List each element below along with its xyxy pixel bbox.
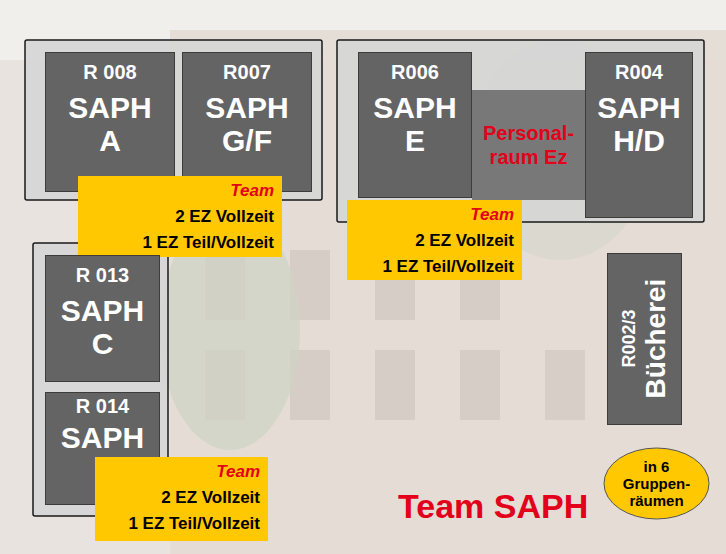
text-area: Team2 EZ Vollzeit1 EZ Teil/Vollzeit bbox=[95, 457, 268, 541]
text-area: Team2 EZ Vollzeit1 EZ Teil/Vollzeit bbox=[78, 176, 282, 257]
room-box: R006SAPH E bbox=[358, 52, 472, 198]
node-heading: Team bbox=[86, 178, 274, 204]
team-title: Team SAPH bbox=[398, 487, 588, 526]
node-text: 1 EZ Teil/Vollzeit bbox=[103, 511, 260, 537]
node-text: 2 EZ Vollzeit bbox=[103, 485, 260, 511]
node-heading: R 013 bbox=[46, 264, 159, 286]
text-area: Personal- raum Ez bbox=[472, 90, 585, 200]
text-area: R004SAPH H/D bbox=[586, 53, 692, 217]
node-text: 1 EZ Teil/Vollzeit bbox=[355, 254, 514, 280]
rotated-text: R002/3Bücherei bbox=[607, 253, 682, 425]
node-heading: Team bbox=[103, 459, 260, 485]
node-heading: R007 bbox=[183, 61, 311, 83]
node-text: SAPH E bbox=[373, 91, 456, 157]
team-box: Team2 EZ Vollzeit1 EZ Teil/Vollzeit bbox=[78, 176, 282, 257]
node-text: SAPH bbox=[61, 421, 144, 454]
node-heading: Team bbox=[355, 202, 514, 228]
text-area: R 013SAPH C bbox=[46, 256, 159, 381]
window bbox=[375, 350, 415, 420]
node-heading: Personal- raum Ez bbox=[483, 121, 574, 169]
node-heading: R006 bbox=[359, 61, 471, 83]
team-box: Team2 EZ Vollzeit1 EZ Teil/Vollzeit bbox=[347, 200, 522, 280]
node-text: 1 EZ Teil/Vollzeit bbox=[86, 230, 274, 256]
staff-room-box: Personal- raum Ez bbox=[472, 90, 585, 200]
text-area: R006SAPH E bbox=[359, 53, 471, 197]
node-heading: R004 bbox=[586, 61, 692, 83]
text-area: R007SAPH G/F bbox=[183, 53, 311, 191]
node-text: SAPH H/D bbox=[597, 91, 680, 157]
summary-oval: in 6 Gruppen- räumen bbox=[603, 447, 710, 520]
room-box: R 013SAPH C bbox=[45, 255, 160, 382]
text-area: R 008SAPH A bbox=[46, 53, 174, 191]
node-text: 2 EZ Vollzeit bbox=[86, 204, 274, 230]
window bbox=[545, 350, 585, 420]
node-heading: R 008 bbox=[46, 61, 174, 83]
node-text: SAPH G/F bbox=[205, 91, 288, 157]
oval-shape bbox=[604, 448, 709, 519]
window bbox=[460, 350, 500, 420]
room-group bbox=[337, 40, 704, 222]
room-box: R 008SAPH A bbox=[45, 52, 175, 192]
node-heading: R 014 bbox=[46, 395, 159, 417]
node-text: SAPH C bbox=[61, 294, 144, 360]
text-area: Team2 EZ Vollzeit1 EZ Teil/Vollzeit bbox=[347, 200, 522, 280]
node-text: Bücherei bbox=[639, 279, 671, 399]
team-box: Team2 EZ Vollzeit1 EZ Teil/Vollzeit bbox=[95, 457, 268, 541]
node-heading: in 6 Gruppen- räumen bbox=[617, 458, 697, 509]
node-text: SAPH A bbox=[68, 91, 151, 157]
node-text: 2 EZ Vollzeit bbox=[355, 228, 514, 254]
node-heading: R002/3 bbox=[617, 309, 639, 367]
text-area: in 6 Gruppen- räumen bbox=[603, 447, 710, 520]
room-box: R004SAPH H/D bbox=[585, 52, 693, 218]
room-box: R007SAPH G/F bbox=[182, 52, 312, 192]
library-box: R002/3Bücherei bbox=[607, 253, 682, 425]
